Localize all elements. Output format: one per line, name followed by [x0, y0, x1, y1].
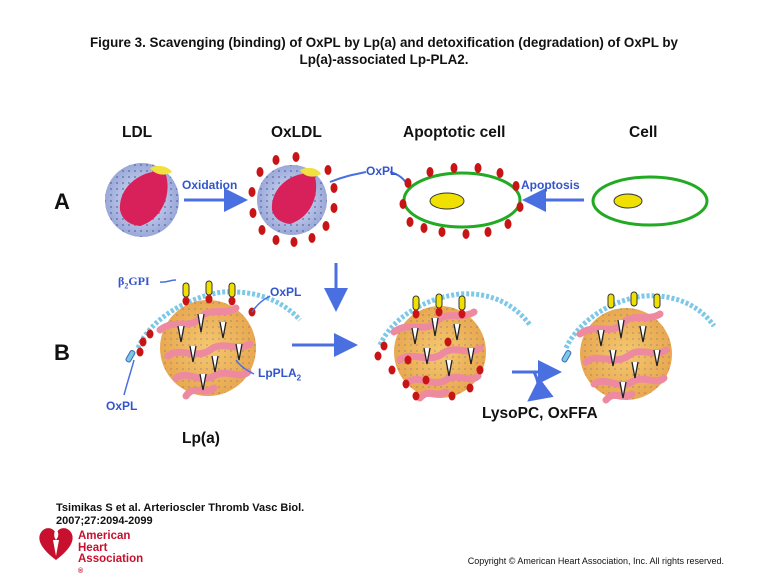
copyright: Copyright © American Heart Association, …: [467, 556, 724, 566]
arrow-products: [527, 371, 554, 402]
apoptotic-cell: [399, 163, 524, 239]
aha-logo-line-3: Association ®: [78, 553, 144, 581]
oxldl-oxpl-dots: [248, 152, 338, 247]
lpa-particle-3: [561, 291, 717, 404]
row-label-b: B: [54, 340, 70, 365]
lpa-particle-1: [125, 280, 302, 400]
figure-title-line-1: Figure 3. Scavenging (binding) of OxPL b…: [90, 35, 678, 50]
label-oxldl: OxLDL: [271, 124, 322, 141]
apoptotic-oxpl-dots: [399, 163, 524, 239]
citation-line-2: 2007;27:2094-2099: [56, 515, 153, 527]
label-lppla2: LpPLA2: [258, 366, 301, 382]
label-cell: Cell: [629, 124, 658, 141]
pointer-oxpl-lower: [123, 359, 135, 396]
b2gpi-suffix: GPI: [128, 274, 150, 288]
aha-logo-text: American Heart Association ®: [78, 530, 144, 581]
label-oxidation: Oxidation: [182, 178, 238, 192]
pointer-b2gpi: [159, 279, 177, 283]
pointer-lppla2: [235, 359, 255, 375]
aha-logo-line-1: American: [78, 530, 131, 542]
aha-registered-mark: ®: [78, 567, 84, 575]
label-lpa: Lp(a): [182, 430, 220, 447]
healthy-cell: [591, 175, 709, 227]
figure-title: Figure 3. Scavenging (binding) of OxPL b…: [20, 34, 748, 68]
b2gpi-sub: 2: [124, 281, 129, 291]
label-apoptotic-cell: Apoptotic cell: [403, 124, 506, 141]
pointer-oxpl-upper: [251, 295, 271, 313]
ldl-particle: [105, 163, 179, 237]
figure-title-line-2: Lp(a)-associated Lp-PLA2.: [299, 52, 469, 67]
aha-logo-line-2: Heart: [78, 541, 108, 554]
aha-logo-mark: [39, 528, 73, 560]
label-ldl: LDL: [122, 124, 153, 141]
lpa-particle-2: [374, 291, 532, 402]
label-b2gpi: β2GPI: [118, 274, 150, 290]
lppla2-prefix: LpPLA: [258, 366, 297, 380]
citation: Tsimikas S et al. Arterioscler Thromb Va…: [56, 502, 304, 528]
citation-line-1: Tsimikas S et al. Arterioscler Thromb Va…: [56, 502, 305, 514]
label-oxpl-upper: OxPL: [270, 285, 302, 299]
label-oxpl-lower: OxPL: [106, 399, 138, 413]
oxpl-pointer-top: [329, 171, 367, 183]
row-label-a: A: [54, 189, 70, 214]
label-apoptosis: Apoptosis: [521, 178, 580, 192]
lppla2-sub: 2: [296, 373, 302, 383]
oxldl-particle: [248, 152, 338, 247]
b2gpi-prefix: β: [118, 274, 125, 288]
aha-logo-word: Association: [78, 553, 144, 565]
label-oxpl-top: OxPL: [366, 164, 398, 178]
label-products: LysoPC, OxFFA: [482, 405, 598, 422]
